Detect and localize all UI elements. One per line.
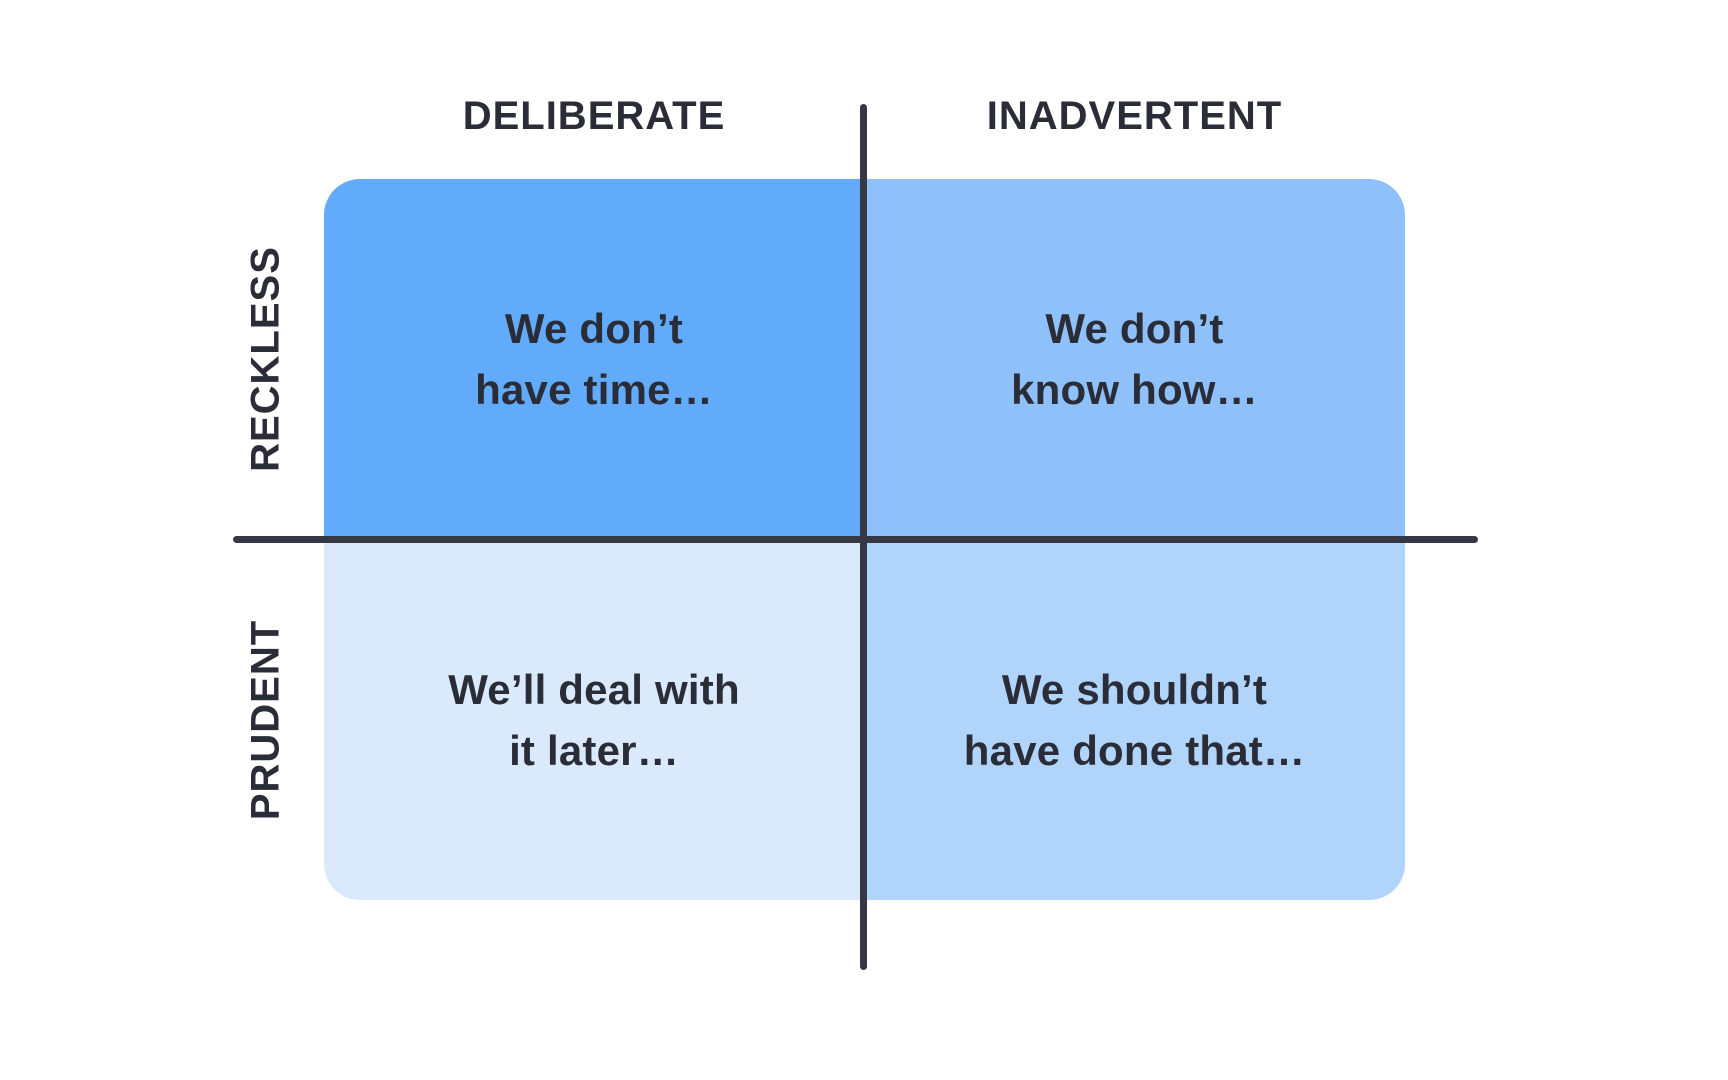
row-header-prudent: PRUDENT [243, 619, 288, 821]
quadrant-text: We don’t know how… [1011, 298, 1258, 420]
quadrant-inadvertent-reckless: We don’t know how… [864, 179, 1405, 539]
quadrant-text-line2: it later… [509, 726, 679, 774]
quadrant-text-line2: have time… [475, 366, 713, 413]
quadrant-text-line1: We don’t [1045, 305, 1224, 352]
quadrant-text-line2: have done that… [963, 726, 1306, 774]
row-header-reckless: RECKLESS [243, 246, 288, 472]
quadrant-inadvertent-prudent: We shouldn’t have done that… [864, 539, 1405, 900]
quadrant-text: We don’t have time… [475, 298, 713, 420]
quadrant-text-line1: We shouldn’t [1001, 665, 1268, 713]
quadrant-deliberate-reckless: We don’t have time… [324, 179, 864, 539]
quadrant-deliberate-prudent: We’ll deal with it later… [324, 539, 864, 900]
quadrant-text: We shouldn’t have done that… [964, 659, 1305, 781]
quadrant-text: We’ll deal with it later… [448, 659, 740, 781]
quadrant-text-line1: We don’t [504, 305, 684, 352]
column-header-inadvertent: INADVERTENT [986, 93, 1283, 138]
column-header-deliberate: DELIBERATE [462, 93, 726, 138]
horizontal-axis-line [233, 536, 1478, 543]
quadrant-text-line1: We’ll deal with [448, 665, 740, 713]
quadrant-text-line2: know how… [1011, 366, 1258, 413]
